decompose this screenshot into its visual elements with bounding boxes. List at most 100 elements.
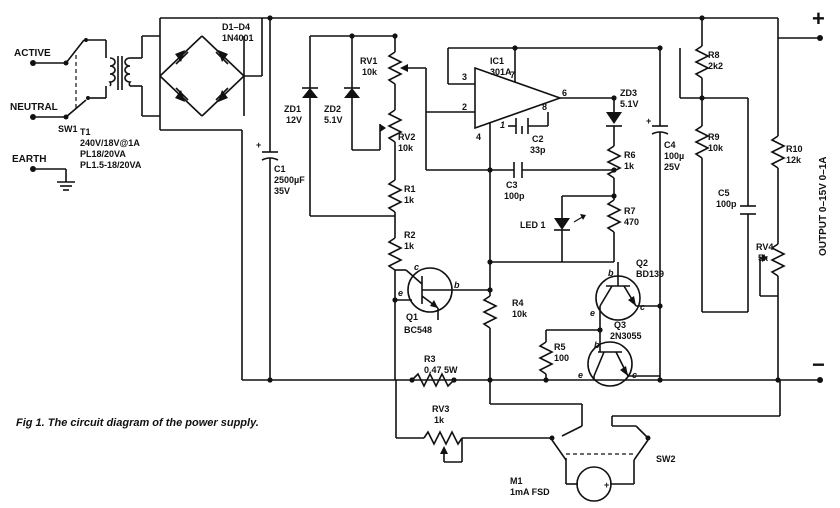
junctions xyxy=(267,15,781,383)
c5-value: 100p xyxy=(716,199,737,209)
d1-d4-name: D1–D4 xyxy=(222,22,250,32)
reference-network xyxy=(302,35,426,301)
r8-name: R8 xyxy=(708,50,720,60)
r5-value: 100 xyxy=(554,353,569,363)
ic1-value: 301A xyxy=(490,67,512,77)
plus-terminal xyxy=(817,35,823,41)
ic1-pin8: 8 xyxy=(542,102,547,112)
q3-name: Q3 xyxy=(614,320,626,330)
c1-voltage: 35V xyxy=(274,186,290,196)
earth-label: EARTH xyxy=(12,154,46,165)
c5-capacitor xyxy=(702,97,756,312)
c1-capacitor: + xyxy=(256,18,279,380)
q3-transistor xyxy=(587,330,660,387)
r9-value: 10k xyxy=(708,143,724,153)
m1-plus: + xyxy=(604,480,609,490)
q2-transistor xyxy=(595,262,660,330)
zd1-value: 12V xyxy=(286,115,302,125)
ic1-opamp xyxy=(425,47,660,178)
sw1-label: SW1 xyxy=(58,124,78,134)
q2-pin-e: e xyxy=(590,308,595,318)
r7-value: 470 xyxy=(624,217,639,227)
r4-name: R4 xyxy=(512,298,524,308)
c1-value: 2500µF xyxy=(274,175,305,185)
c3-name: C3 xyxy=(506,180,518,190)
r10-value: 12k xyxy=(786,155,802,165)
r9-name: R9 xyxy=(708,132,720,142)
earth-symbol xyxy=(57,181,75,191)
q2-name: Q2 xyxy=(636,258,648,268)
c1-name: C1 xyxy=(274,164,286,174)
r4-value: 10k xyxy=(512,309,528,319)
r7-name: R7 xyxy=(624,206,636,216)
c4-capacitor: + xyxy=(646,48,669,380)
active-label: ACTIVE xyxy=(14,48,51,59)
zd3-value: 5.1V xyxy=(620,99,639,109)
minus-terminal xyxy=(817,377,823,383)
c3-value: 100p xyxy=(504,191,525,201)
r1-name: R1 xyxy=(404,184,416,194)
mains-input xyxy=(30,60,75,191)
meter-circuit xyxy=(395,380,781,502)
q3-pin-e: e xyxy=(578,370,583,380)
ic1-name: IC1 xyxy=(490,56,504,66)
ic1-pin2: 2 xyxy=(462,102,467,112)
q1-pin-e: e xyxy=(398,288,403,298)
q2-pin-b: b xyxy=(608,268,614,278)
rv4-value: 5k xyxy=(758,253,769,263)
q3-pin-c: c xyxy=(632,370,637,380)
r10-rv4 xyxy=(759,38,786,380)
r2-value: 1k xyxy=(404,241,415,251)
rv2-name: RV2 xyxy=(398,132,415,142)
r6-value: 1k xyxy=(624,161,635,171)
figure-caption: Fig 1. The circuit diagram of the power … xyxy=(16,417,259,429)
r8-value: 2k2 xyxy=(708,61,723,71)
q2-pin-c: c xyxy=(640,302,645,312)
zd3-name: ZD3 xyxy=(620,88,637,98)
t1-model-2: PL1.5-18/20VA xyxy=(80,160,142,170)
driver-chain xyxy=(489,98,622,290)
r5-resistor xyxy=(538,329,600,380)
ic1-pin3: 3 xyxy=(462,72,467,82)
q1-transistor xyxy=(394,267,490,380)
t1-name: T1 xyxy=(80,127,91,137)
q1-pin-c: c xyxy=(414,262,419,272)
r1-value: 1k xyxy=(404,195,415,205)
q3-value: 2N3055 xyxy=(610,331,642,341)
c2-name: C2 xyxy=(532,134,544,144)
q1-name: Q1 xyxy=(406,312,418,322)
r10-name: R10 xyxy=(786,144,803,154)
r5-name: R5 xyxy=(554,342,566,352)
t1-model-1: PL18/20VA xyxy=(80,149,126,159)
zd2-value: 5.1V xyxy=(324,115,343,125)
minus-terminal-label: − xyxy=(812,352,825,377)
c4-voltage: 25V xyxy=(664,162,680,172)
sw2-label: SW2 xyxy=(656,454,676,464)
q1-pin-b: b xyxy=(454,280,460,290)
q3-pin-b: b xyxy=(594,340,600,350)
ic1-pin1: 1 xyxy=(500,120,505,130)
plus-terminal-label: + xyxy=(812,6,825,31)
svg-text:+: + xyxy=(646,116,651,126)
c4-name: C4 xyxy=(664,140,676,150)
zd1-name: ZD1 xyxy=(284,104,301,114)
d1-d4-value: 1N4001 xyxy=(222,33,254,43)
ic1-pin4: 4 xyxy=(476,132,481,142)
rv1-value: 10k xyxy=(362,67,378,77)
sw1-switch xyxy=(63,38,107,120)
rv1-name: RV1 xyxy=(360,56,377,66)
r3-value: 0.47 5W xyxy=(424,365,458,375)
neutral-label: NEUTRAL xyxy=(10,102,58,113)
zd2-name: ZD2 xyxy=(324,104,341,114)
t1-rating: 240V/18V@1A xyxy=(80,138,140,148)
led1-name: LED 1 xyxy=(520,220,546,230)
r2-name: R2 xyxy=(404,230,416,240)
r3-name: R3 xyxy=(424,354,436,364)
m1-value: 1mA FSD xyxy=(510,487,550,497)
r8-r9-divider xyxy=(679,18,748,313)
svg-text:+: + xyxy=(256,140,261,150)
r6-name: R6 xyxy=(624,150,636,160)
rv3-value: 1k xyxy=(434,415,445,425)
q1-value: BC548 xyxy=(404,325,432,335)
